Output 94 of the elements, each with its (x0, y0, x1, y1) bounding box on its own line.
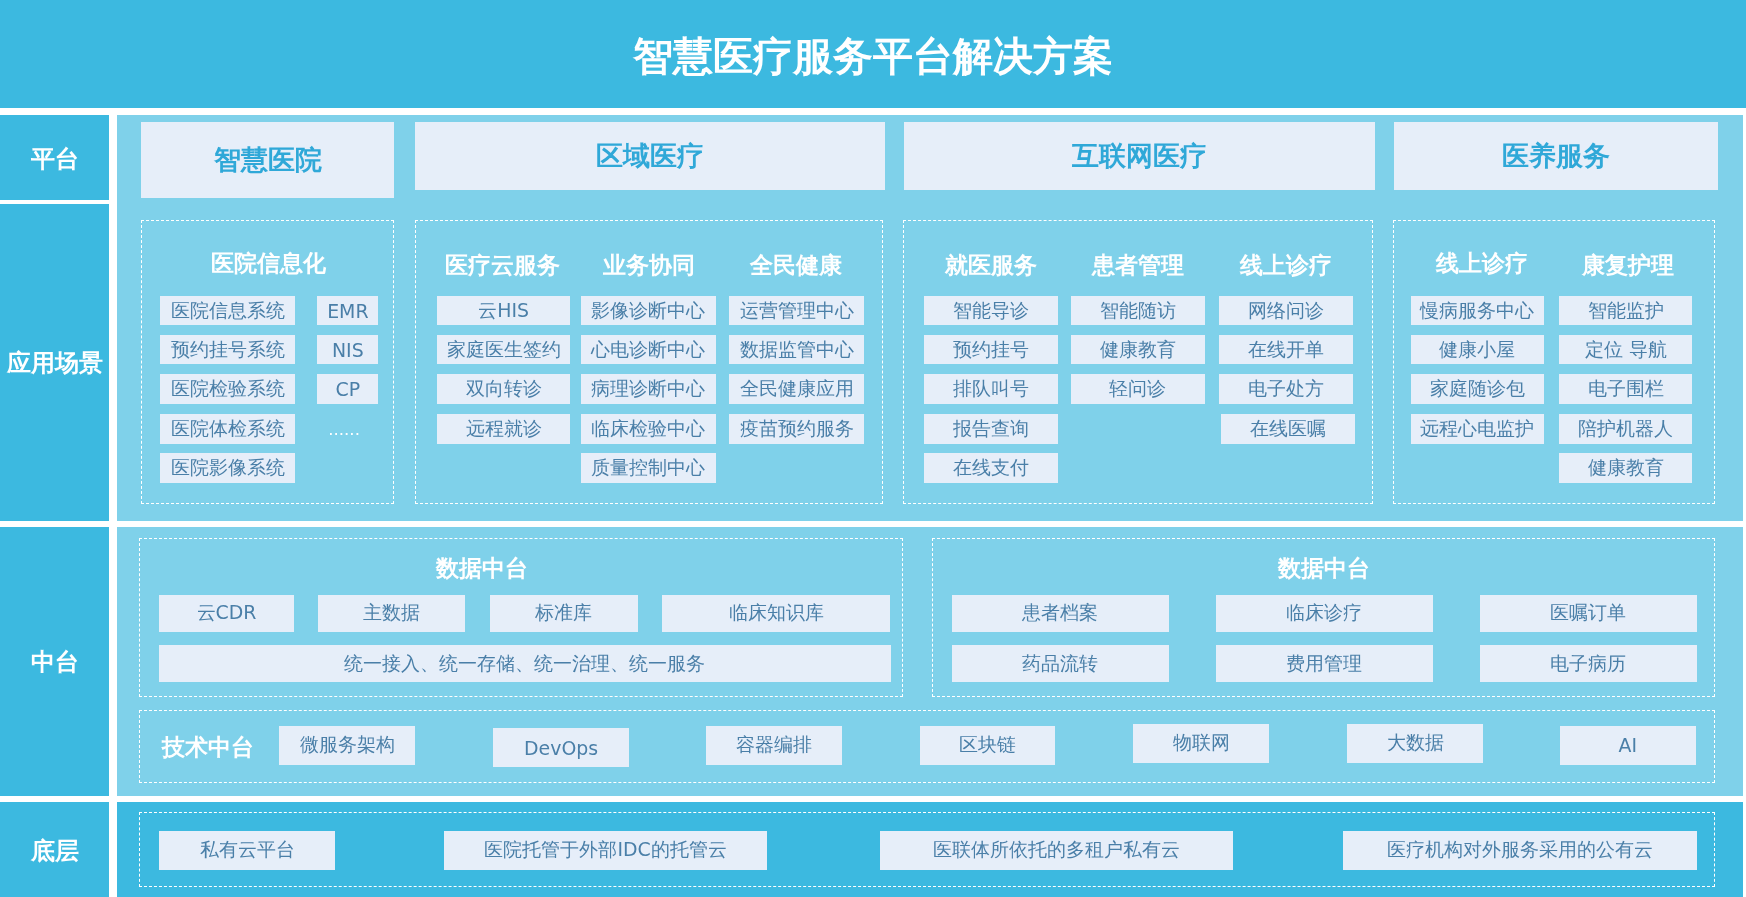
layer-label: 底层 (0, 801, 110, 897)
item-box: 网络问诊 (1219, 296, 1353, 325)
item-box: 心电诊断中心 (581, 335, 716, 364)
item-box: 医院检验系统 (160, 374, 295, 405)
group-heading: 数据中台 (436, 552, 529, 584)
dashed-group (1393, 220, 1715, 505)
layer-label: 中台 (0, 526, 110, 797)
item-box: 家庭医生签约 (437, 335, 570, 364)
group-heading: 医疗云服务 (444, 249, 560, 281)
platform-box: 互联网医疗 (904, 122, 1376, 191)
group-heading: 医院信息化 (210, 247, 326, 279)
layer-label: 应用场景 (0, 203, 110, 522)
item-box: 病理诊断中心 (581, 374, 716, 405)
dashed-group (139, 811, 1715, 888)
dashed-group (141, 220, 395, 505)
item-box: 医嘱订单 (1479, 594, 1697, 633)
item-box: 主数据 (318, 594, 466, 633)
item-box: 轻问诊 (1071, 374, 1205, 405)
item-box: 医院信息系统 (160, 296, 295, 325)
item-box: 慢病服务中心 (1410, 296, 1545, 325)
item-box: 电子病历 (1479, 644, 1697, 683)
item-box: 微服务架构 (279, 725, 416, 765)
title: 智慧医疗服务平台解决方案 (633, 31, 1113, 81)
item-box: 临床检验中心 (581, 414, 716, 445)
item-box: 排队叫号 (924, 374, 1058, 405)
item-box: 双向转诊 (437, 374, 570, 405)
item-box: 医院影像系统 (160, 453, 295, 484)
note-text: ...... (328, 418, 360, 439)
item-box: 云CDR (159, 594, 294, 633)
item-box: 全民健康应用 (729, 374, 864, 405)
item-box: 预约挂号系统 (160, 335, 295, 364)
item-box: AI (1559, 725, 1696, 765)
item-box: 标准库 (489, 594, 638, 633)
item-box: 医院体检系统 (160, 414, 295, 445)
dashed-group (932, 537, 1715, 698)
platform-box: 智慧医院 (141, 122, 395, 199)
item-box: 智能导诊 (924, 296, 1058, 325)
item-box: 智能随访 (1071, 296, 1205, 325)
item-box: 药品流转 (951, 644, 1170, 683)
group-heading: 康复护理 (1581, 249, 1674, 281)
item-box: 疫苗预约服务 (729, 414, 864, 445)
dashed-group (903, 220, 1373, 505)
item-box: 在线医嘱 (1221, 414, 1355, 445)
item-box: 患者档案 (951, 594, 1170, 633)
item-box: DevOps (493, 728, 629, 768)
item-box: 云HIS (437, 296, 570, 325)
group-heading: 线上诊疗 (1240, 249, 1332, 281)
platform-box: 医养服务 (1394, 122, 1719, 191)
item-box: 健康小屋 (1410, 335, 1545, 364)
item-box: 健康教育 (1558, 453, 1693, 484)
item-box: 预约挂号 (924, 335, 1058, 364)
item-box: 统一接入、统一存储、统一治理、统一服务 (159, 644, 891, 683)
group-heading: 数据中台 (1277, 552, 1370, 584)
item-box: 区块链 (919, 725, 1056, 765)
item-box: 运营管理中心 (729, 296, 864, 325)
item-box: 远程心电监护 (1410, 414, 1545, 445)
item-box: 电子处方 (1219, 374, 1353, 405)
group-heading: 全民健康 (750, 249, 843, 281)
item-box: 报告查询 (924, 414, 1058, 445)
item-box: 智能监护 (1558, 296, 1693, 325)
group-heading: 就医服务 (944, 249, 1037, 281)
dashed-group (415, 220, 883, 505)
item-box: CP (317, 374, 379, 405)
group-heading: 技术中台 (162, 732, 255, 764)
item-box: 家庭随诊包 (1410, 374, 1545, 405)
layer-label: 平台 (0, 114, 110, 201)
group-heading: 患者管理 (1091, 249, 1184, 281)
item-box: 医联体所依托的多租户私有云 (879, 830, 1233, 870)
group-heading: 业务协同 (603, 249, 696, 281)
item-box: 电子围栏 (1558, 374, 1693, 405)
item-box: 在线支付 (924, 453, 1058, 484)
item-box: 健康教育 (1071, 335, 1205, 364)
item-box: 临床知识库 (662, 594, 890, 633)
item-box: NIS (317, 335, 379, 364)
item-box: 在线开单 (1219, 335, 1353, 364)
item-box: 医院托管于外部IDC的托管云 (444, 830, 768, 870)
item-box: 影像诊断中心 (581, 296, 716, 325)
group-heading: 线上诊疗 (1435, 247, 1528, 279)
item-box: 临床诊疗 (1215, 594, 1433, 633)
item-box: 医疗机构对外服务采用的公有云 (1342, 830, 1697, 870)
item-box: 大数据 (1347, 723, 1484, 763)
item-box: 远程就诊 (437, 414, 570, 445)
item-box: 陪护机器人 (1558, 414, 1693, 445)
item-box: EMR (317, 296, 379, 325)
item-box: 质量控制中心 (581, 453, 716, 484)
item-box: 费用管理 (1215, 644, 1433, 683)
dashed-group (139, 537, 904, 698)
item-box: 物联网 (1133, 723, 1270, 763)
item-box: 定位 导航 (1558, 335, 1693, 364)
platform-box: 区域医疗 (415, 122, 886, 191)
item-box: 容器编排 (705, 725, 842, 765)
item-box: 数据监管中心 (729, 335, 864, 364)
item-box: 私有云平台 (159, 830, 336, 870)
dashed-group (139, 710, 1715, 783)
